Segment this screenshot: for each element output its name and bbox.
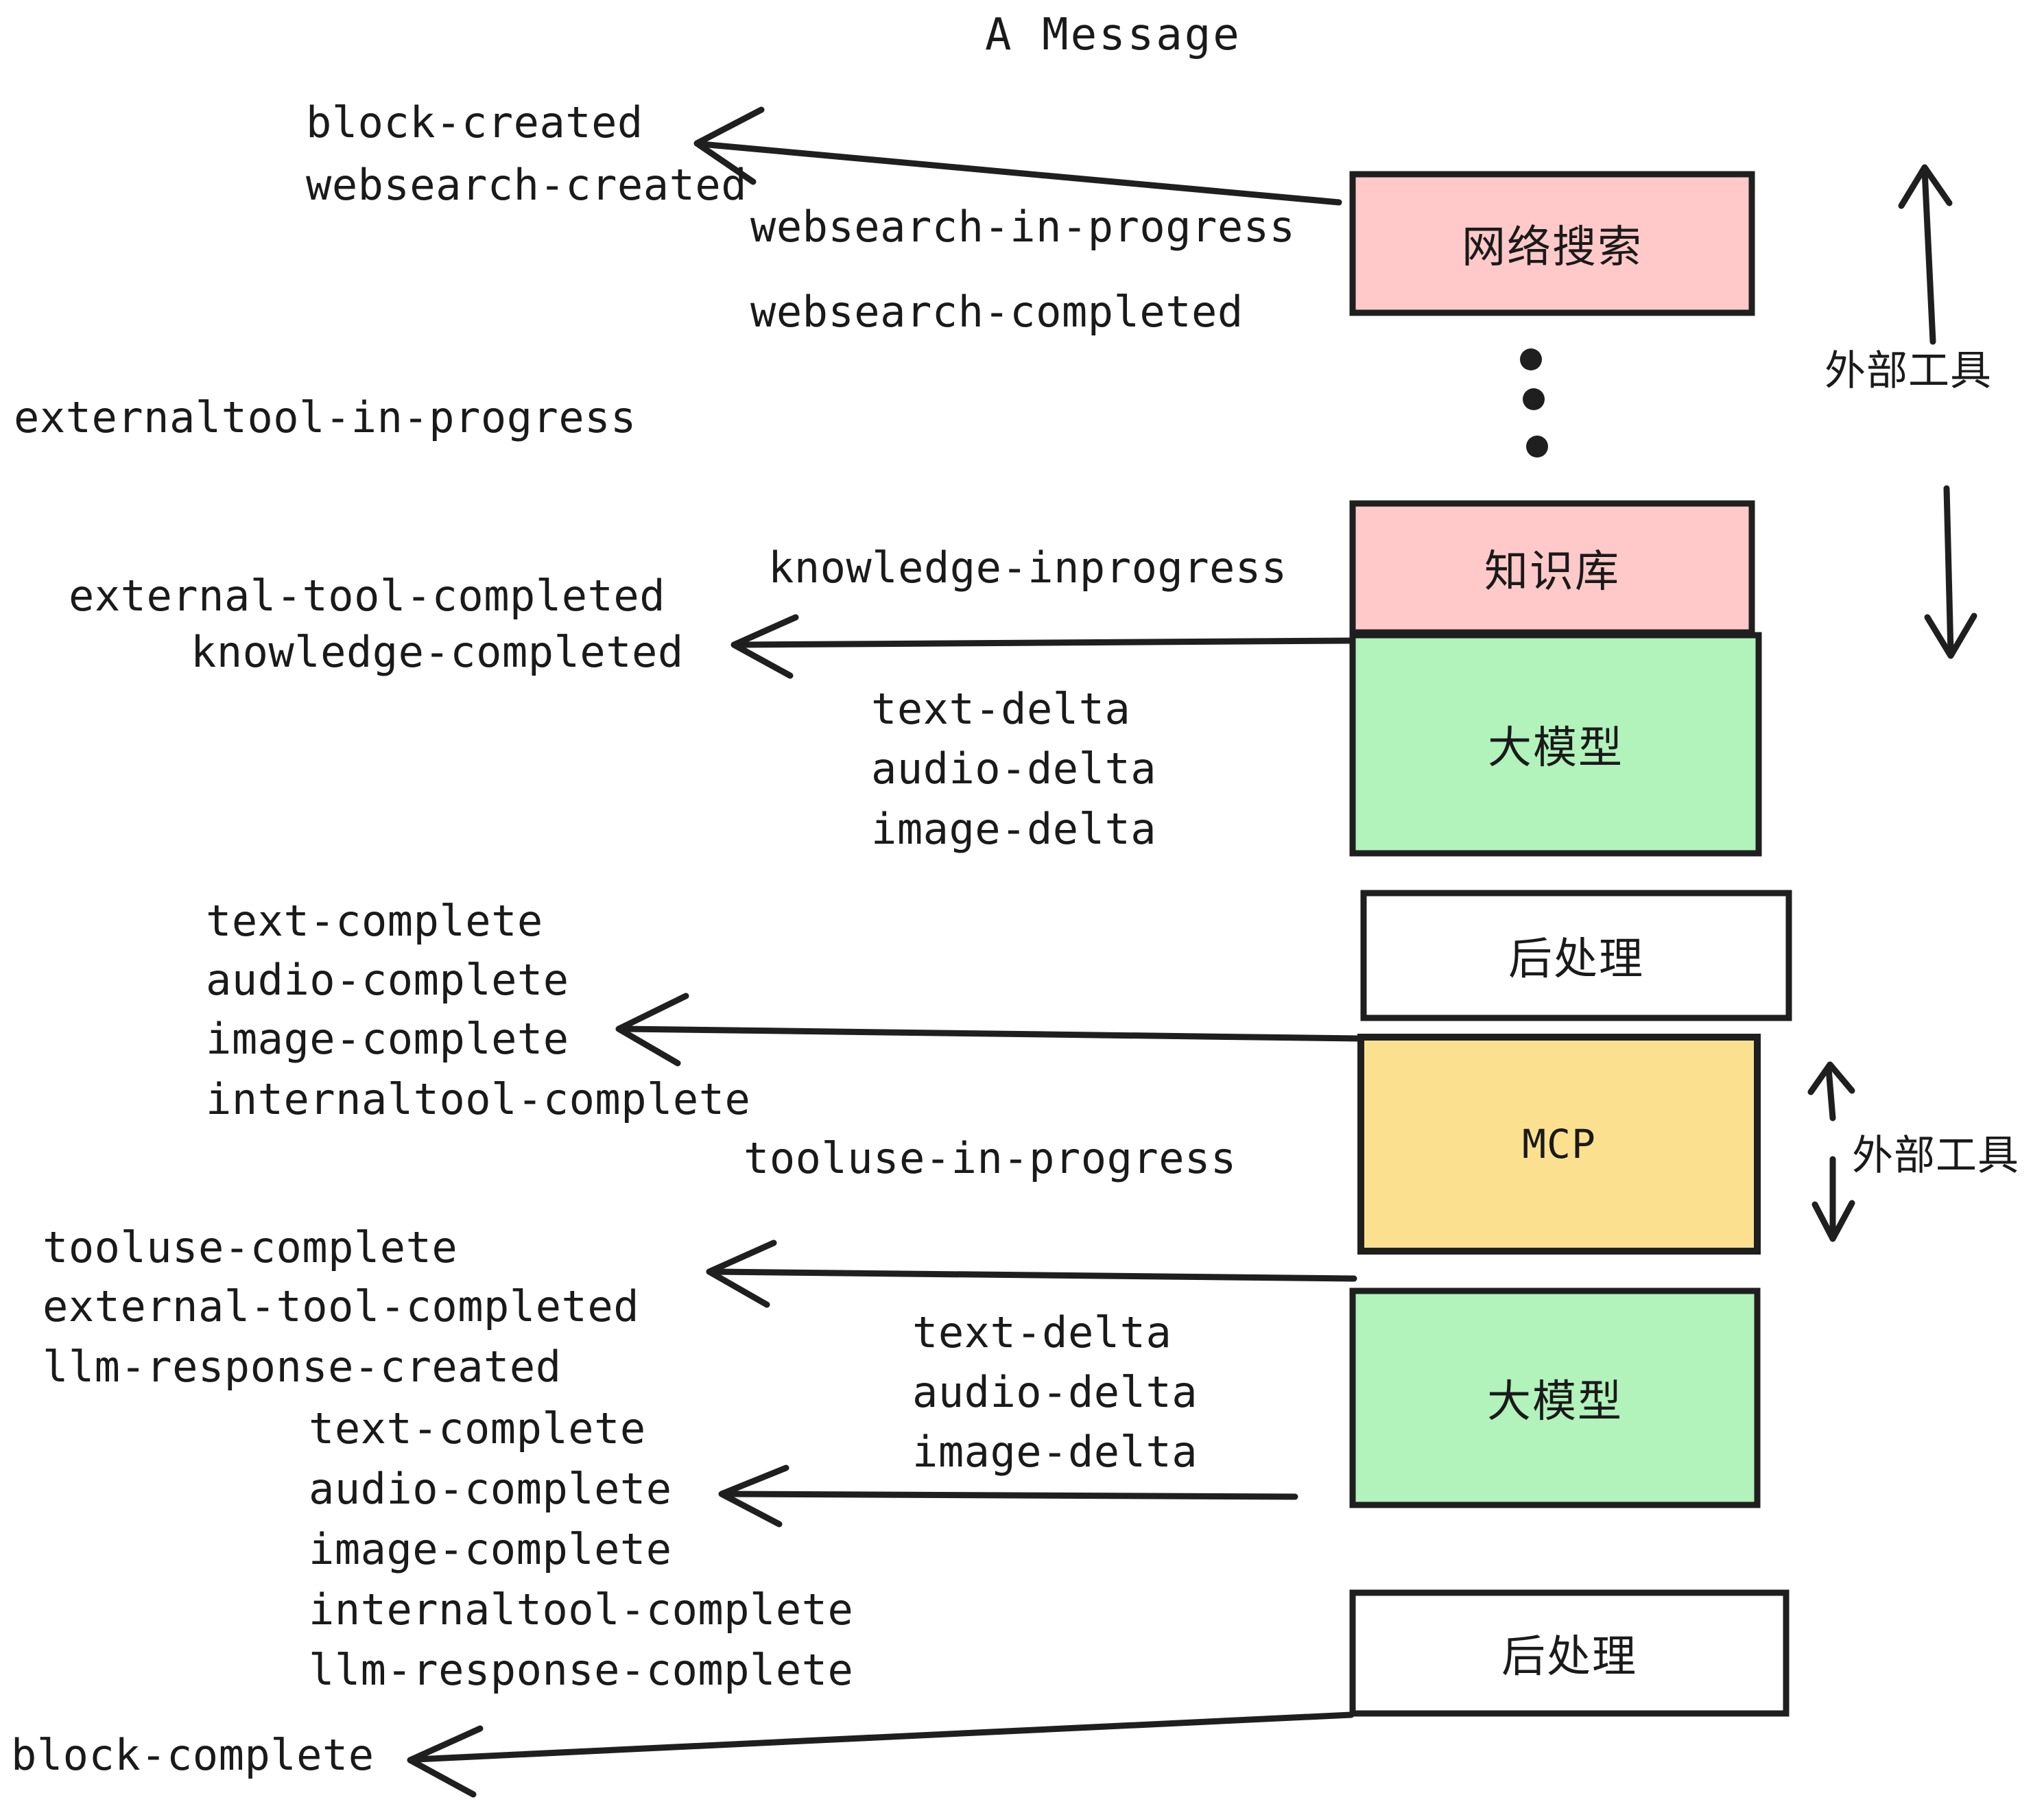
event-llm-response-complete: llm-response-complete — [309, 1645, 854, 1695]
event-tooluse-in-progress: tooluse-in-progress — [744, 1133, 1237, 1183]
node-box-knowledge — [1349, 500, 1755, 636]
event-text-delta-1: text-delta — [871, 684, 1131, 734]
event-externaltool-in-progress: externaltool-in-progress — [14, 392, 637, 442]
event-block-complete: block-complete — [11, 1730, 375, 1780]
event-llm-response-created: llm-response-created — [43, 1342, 562, 1392]
bracket-label-external-tool-bottom: 外部工具 — [1852, 1132, 2019, 1180]
diagram-title: A Message — [985, 10, 1241, 60]
event-websearch-completed: websearch-completed — [750, 287, 1244, 337]
event-image-delta-2: image-delta — [912, 1427, 1198, 1477]
event-text-complete-2: text-complete — [309, 1403, 646, 1453]
external-tool-bracket-top-arrows — [1898, 164, 1977, 659]
event-image-complete-1: image-complete — [206, 1014, 569, 1064]
event-image-complete-2: image-complete — [309, 1524, 672, 1574]
event-external-tool-completed-1: external-tool-completed — [69, 571, 666, 621]
event-text-delta-2: text-delta — [912, 1307, 1172, 1357]
event-audio-complete-2: audio-complete — [309, 1464, 672, 1514]
event-audio-complete-1: audio-complete — [206, 955, 569, 1005]
bracket-label-external-tool-top: 外部工具 — [1825, 347, 1992, 395]
node-box-mcp — [1357, 1034, 1761, 1255]
ellipsis-dots — [1520, 348, 1548, 458]
event-audio-delta-2: audio-delta — [912, 1367, 1198, 1417]
arrow-llm2-to-audio-complete — [718, 1464, 1298, 1528]
external-tool-bracket-bottom-arrows — [1807, 1061, 1855, 1242]
node-box-websearch — [1349, 171, 1755, 316]
arrow-mcp-to-tooluse-complete — [706, 1239, 1357, 1308]
arrow-postprocess2-to-block-complete — [407, 1711, 1355, 1798]
event-external-tool-completed-2: external-tool-completed — [43, 1281, 640, 1331]
node-box-llm-2 — [1349, 1287, 1761, 1508]
event-websearch-in-progress: websearch-in-progress — [750, 202, 1296, 252]
event-websearch-created: websearch-created — [306, 160, 748, 210]
node-box-llm-1 — [1349, 632, 1762, 857]
flow-arrows — [407, 106, 1363, 1798]
event-image-delta-1: image-delta — [871, 804, 1157, 854]
arrow-postprocess-to-image-complete — [615, 993, 1363, 1067]
event-audio-delta-1: audio-delta — [871, 744, 1157, 794]
event-tooluse-complete: tooluse-complete — [43, 1222, 458, 1272]
arrow-knowledge-to-knowledge-completed — [730, 614, 1353, 679]
event-internaltool-complete-2: internaltool-complete — [309, 1585, 854, 1635]
arrow-websearch-to-block-created — [693, 106, 1342, 206]
event-block-created: block-created — [306, 97, 643, 147]
node-box-postprocess-1 — [1360, 890, 1792, 1021]
event-text-complete-1: text-complete — [206, 896, 543, 946]
event-knowledge-completed: knowledge-completed — [191, 627, 684, 677]
event-knowledge-inprogress: knowledge-inprogress — [768, 543, 1287, 593]
event-internaltool-complete-1: internaltool-complete — [206, 1074, 751, 1124]
node-box-postprocess-2 — [1349, 1589, 1790, 1717]
